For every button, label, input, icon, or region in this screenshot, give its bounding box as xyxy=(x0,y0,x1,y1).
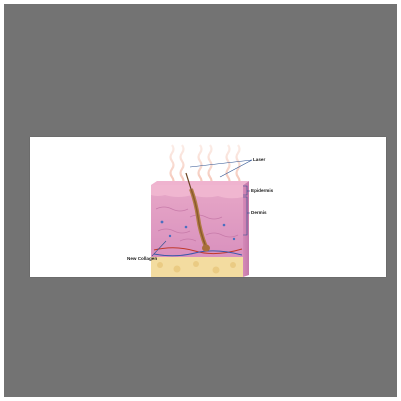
skin-block-top xyxy=(151,181,249,185)
dermis-label: Dermis xyxy=(251,211,267,216)
skin-laser-illustration: Laser Epidermis Dermis New Collagen xyxy=(30,137,386,277)
image-frame: Laser Epidermis Dermis New Collagen xyxy=(4,4,397,397)
new-collagen-label: New Collagen xyxy=(127,257,157,262)
skin-block-side xyxy=(243,181,249,277)
skin-cross-section-diagram xyxy=(30,137,386,277)
laser-label: Laser xyxy=(253,158,265,163)
epidermis-label: Epidermis xyxy=(251,189,273,194)
fat-layer xyxy=(151,257,243,277)
